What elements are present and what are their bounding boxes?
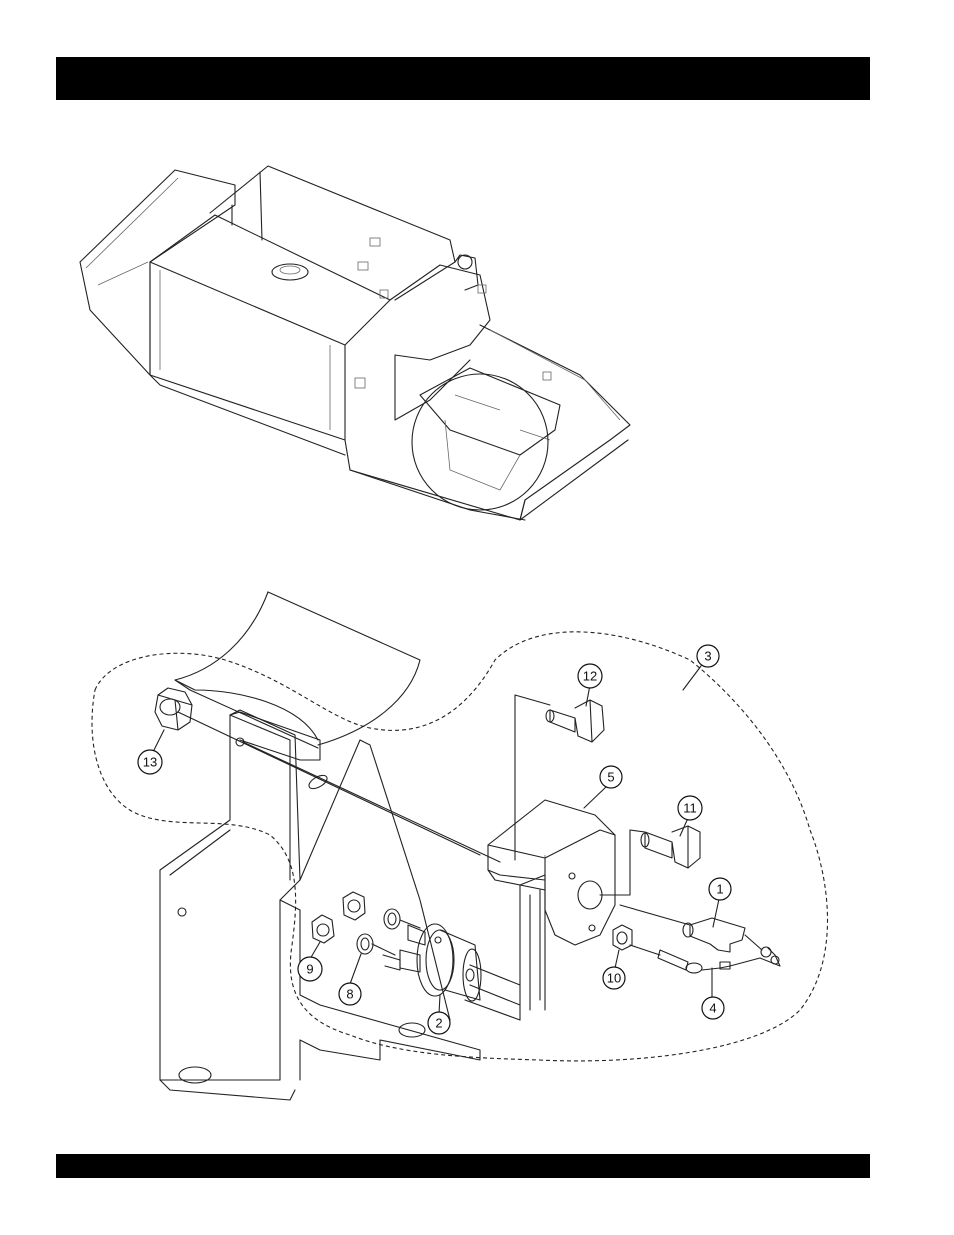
detail-highlight-circle: [412, 374, 548, 510]
callout-11: 13: [138, 750, 162, 774]
machine-frame-overview: [80, 166, 630, 520]
svg-text:4: 4: [709, 1001, 716, 1016]
svg-text:13: 13: [143, 755, 157, 770]
hex-bolt-13: [546, 700, 604, 742]
switch-cover-5: [488, 800, 615, 945]
svg-text:5: 5: [607, 770, 614, 785]
callout-2: 2: [428, 1012, 450, 1034]
exploded-detail-view: 3 12 5 11 1 13 10 4: [92, 592, 828, 1100]
svg-text:9: 9: [306, 962, 313, 977]
curved-panel: [175, 592, 420, 748]
callout-3: 3: [697, 645, 719, 667]
svg-text:1: 1: [716, 882, 723, 897]
svg-text:3: 3: [704, 649, 711, 664]
callout-5: 5: [600, 766, 622, 788]
svg-text:12: 12: [583, 669, 597, 684]
washer-8: [357, 909, 420, 955]
switch-body-2: [383, 924, 481, 1001]
callout-1: 1: [709, 878, 731, 900]
hex-bolt-12: [641, 826, 700, 868]
svg-text:10: 10: [607, 971, 621, 986]
callout-8: 8: [339, 983, 361, 1005]
svg-text:8: 8: [346, 987, 353, 1002]
assembly-outline: [92, 632, 828, 1061]
svg-text:11: 11: [683, 801, 697, 816]
callout-12: 11: [678, 796, 702, 820]
hex-nut-10: [312, 892, 365, 943]
callout-9: 10: [603, 967, 625, 989]
callout-4: 4: [702, 997, 724, 1019]
svg-text:2: 2: [435, 1016, 442, 1031]
callout-10: 9: [298, 957, 322, 981]
key-1: [683, 918, 771, 957]
lanyard-4: [658, 948, 780, 973]
mounting-bracket: [160, 710, 480, 1100]
hex-nut-9: [613, 925, 632, 950]
hex-nut-11: [155, 688, 192, 730]
callout-13: 12: [578, 664, 602, 688]
